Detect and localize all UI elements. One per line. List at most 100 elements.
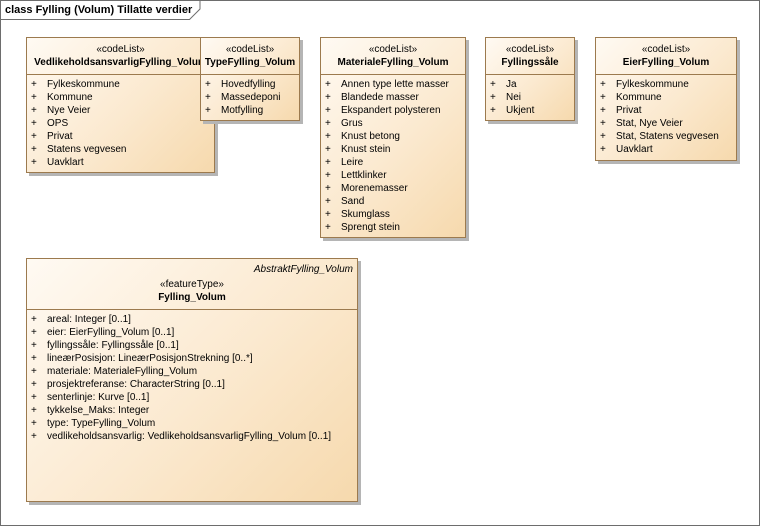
attribute-item[interactable]: +Lettklinker	[321, 169, 465, 182]
attribute-item[interactable]: +areal: Integer [0..1]	[27, 313, 357, 326]
attribute-item[interactable]: +Kommune	[596, 91, 736, 104]
stereotype-label: «codeList»	[368, 44, 418, 55]
attribute-item[interactable]: + Motfylling	[201, 104, 299, 117]
class-name: Fyllingssåle	[501, 57, 559, 68]
attribute-item[interactable]: +Stat, Statens vegvesen	[596, 130, 736, 143]
attribute-text: Massedeponi	[221, 92, 281, 103]
attribute-item[interactable]: +senterlinje: Kurve [0..1]	[27, 391, 357, 404]
class-name: TypeFylling_Volum	[204, 57, 296, 68]
attribute-text: Ekspandert polysteren	[341, 105, 441, 116]
attribute-list: +areal: Integer [0..1]+eier: EierFylling…	[27, 310, 357, 443]
public-visibility-marker: +	[600, 105, 606, 116]
attribute-text: Leire	[341, 157, 364, 168]
attribute-item[interactable]: +prosjektreferanse: CharacterString [0..…	[27, 378, 357, 391]
public-visibility-marker: +	[31, 405, 37, 416]
attribute-item[interactable]: + Massedeponi	[201, 91, 299, 104]
attribute-item[interactable]: + Uavklart	[27, 156, 214, 169]
public-visibility-marker: +	[31, 392, 37, 403]
public-visibility-marker: +	[31, 131, 37, 142]
public-visibility-marker: +	[325, 144, 331, 155]
attribute-item[interactable]: +Sand	[321, 195, 465, 208]
compartment-divider	[321, 74, 465, 75]
attribute-item[interactable]: +Fylkeskommune	[596, 78, 736, 91]
public-visibility-marker: +	[31, 105, 37, 116]
attribute-item[interactable]: + Grus	[321, 117, 465, 130]
attribute-item[interactable]: + Nye Veier	[27, 104, 214, 117]
attribute-item[interactable]: +eier: EierFylling_Volum [0..1]	[27, 326, 357, 339]
attribute-text: lineærPosisjon: LineærPosisjonStrekning …	[47, 353, 253, 364]
class-fylling-volum[interactable]: AbstraktFylling_Volum «featureType» Fyll…	[26, 258, 358, 502]
attribute-item[interactable]: +Nei	[486, 91, 574, 104]
class-fyllingssale[interactable]: «codeList» Fyllingssåle +Ja+Nei+ Ukjent	[485, 37, 575, 121]
compartment-divider	[486, 74, 574, 75]
public-visibility-marker: +	[31, 157, 37, 168]
attribute-text: Kommune	[616, 92, 662, 103]
attribute-text: Skumglass	[341, 209, 390, 220]
attribute-item[interactable]: +Blandede masser	[321, 91, 465, 104]
compartment-divider	[596, 74, 736, 75]
attribute-item[interactable]: +Knust betong	[321, 130, 465, 143]
attribute-text: tykkelse_Maks: Integer	[47, 405, 150, 416]
attribute-text: type: TypeFylling_Volum	[47, 418, 156, 429]
public-visibility-marker: +	[325, 209, 331, 220]
public-visibility-marker: +	[31, 353, 37, 364]
attribute-item[interactable]: +vedlikeholdsansvarlig: Vedlikeholdsansv…	[27, 430, 357, 443]
class-eier-fylling-volum[interactable]: «codeList» EierFylling_Volum +Fylkeskomm…	[595, 37, 737, 161]
public-visibility-marker: +	[490, 105, 496, 116]
attribute-item[interactable]: + Knust stein	[321, 143, 465, 156]
attribute-item[interactable]: +type: TypeFylling_Volum	[27, 417, 357, 430]
attribute-item[interactable]: + Kommune	[27, 91, 214, 104]
attribute-item[interactable]: +Ja	[486, 78, 574, 91]
attribute-list: +Annen type lette masser+Blandede masser…	[321, 75, 465, 234]
attribute-text: Knust betong	[341, 131, 400, 142]
attribute-text: Nye Veier	[47, 105, 91, 116]
attribute-item[interactable]: +Privat	[27, 130, 214, 143]
public-visibility-marker: +	[205, 92, 211, 103]
stereotype-label: «codeList»	[96, 44, 145, 55]
attribute-text: materiale: MaterialeFylling_Volum	[47, 366, 198, 377]
attribute-item[interactable]: +Uavklart	[596, 143, 736, 156]
attribute-text: Ukjent	[506, 105, 535, 116]
attribute-item[interactable]: +Hovedfylling	[201, 78, 299, 91]
attribute-item[interactable]: + Skumglass	[321, 208, 465, 221]
public-visibility-marker: +	[31, 92, 37, 103]
attribute-item[interactable]: +Leire	[321, 156, 465, 169]
attribute-item[interactable]: +fyllingssåle: Fyllingssåle [0..1]	[27, 339, 357, 352]
public-visibility-marker: +	[205, 105, 211, 116]
attribute-text: Knust stein	[341, 144, 391, 155]
attribute-item[interactable]: +Privat	[596, 104, 736, 117]
attribute-text: Statens vegvesen	[47, 144, 127, 155]
attribute-item[interactable]: +Statens vegvesen	[27, 143, 214, 156]
attribute-text: Uavklart	[47, 157, 84, 168]
attribute-text: Grus	[341, 118, 363, 129]
frame-title: class Fylling (Volum) Tillatte verdier	[5, 4, 193, 16]
stereotype-label: «featureType»	[160, 279, 224, 290]
attribute-text: Motfylling	[221, 105, 264, 116]
attribute-item[interactable]: +Stat, Nye Veier	[596, 117, 736, 130]
class-name: VedlikeholdsansvarligFylling_Volum	[34, 57, 207, 68]
attribute-item[interactable]: +Annen type lette masser	[321, 78, 465, 91]
attribute-text: Kommune	[47, 92, 93, 103]
class-type-fylling-volum[interactable]: «codeList» TypeFylling_Volum +Hovedfylli…	[200, 37, 300, 121]
public-visibility-marker: +	[325, 79, 331, 90]
attribute-item[interactable]: +Fylkeskommune	[27, 78, 214, 91]
stereotype-label: «codeList»	[505, 44, 555, 55]
public-visibility-marker: +	[600, 79, 606, 90]
attribute-item[interactable]: + Ukjent	[486, 104, 574, 117]
attribute-item[interactable]: +Morenemasser	[321, 182, 465, 195]
public-visibility-marker: +	[31, 340, 37, 351]
attribute-item[interactable]: +OPS	[27, 117, 214, 130]
compartment-divider	[27, 309, 357, 310]
attribute-text: OPS	[47, 118, 69, 129]
attribute-item[interactable]: + lineærPosisjon: LineærPosisjonStrekning…	[27, 352, 357, 365]
attribute-text: vedlikeholdsansvarlig: Vedlikeholdsansva…	[47, 431, 332, 442]
parent-class-label: AbstraktFylling_Volum	[253, 264, 353, 275]
attribute-item[interactable]: + tykkelse_Maks: Integer	[27, 404, 357, 417]
class-materiale-fylling-volum[interactable]: «codeList» MaterialeFylling_Volum +Annen…	[320, 37, 466, 238]
attribute-item[interactable]: +materiale: MaterialeFylling_Volum	[27, 365, 357, 378]
attribute-item[interactable]: +Sprengt stein	[321, 221, 465, 234]
class-vedlikeholdsansvarlig-fylling-volum[interactable]: «codeList» VedlikeholdsansvarligFylling_…	[26, 37, 215, 173]
attribute-item[interactable]: +Ekspandert polysteren	[321, 104, 465, 117]
public-visibility-marker: +	[325, 183, 331, 194]
public-visibility-marker: +	[325, 118, 331, 129]
